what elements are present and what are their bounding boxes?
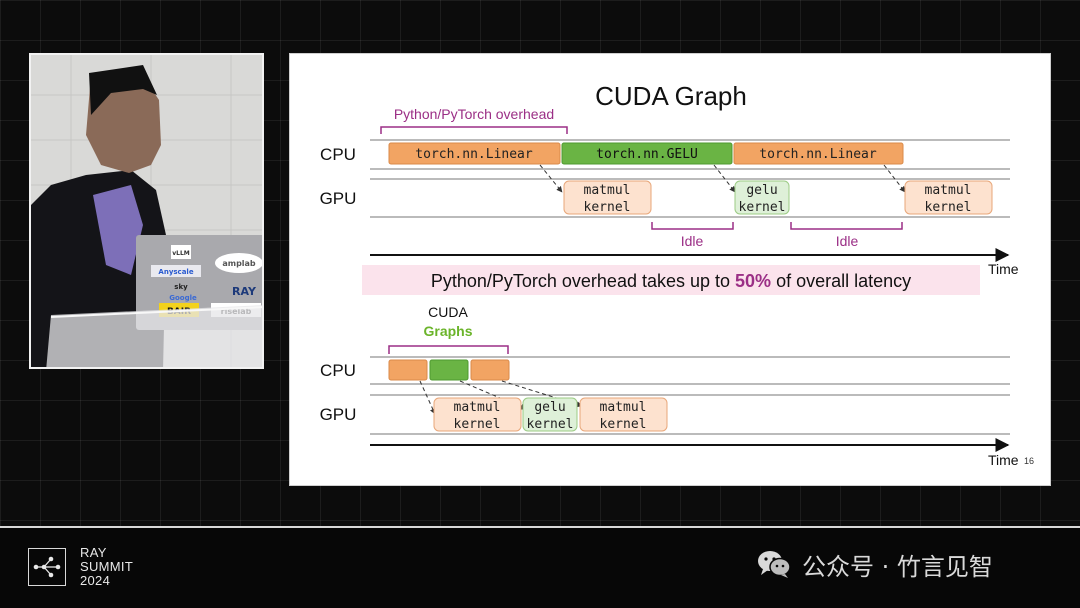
overhead-label: Python/PyTorch overhead — [394, 106, 554, 122]
top-launch-arrows — [539, 164, 906, 193]
graph-kernel-matmul-2-line1: matmul — [600, 400, 647, 415]
cuda-graph-bracket — [388, 345, 509, 354]
graph-cpu-block-2 — [429, 359, 469, 381]
gpu-kernel-matmul-1 — [563, 180, 652, 215]
idle-brackets — [651, 222, 903, 230]
wechat-icon — [758, 551, 791, 578]
bottom-cpu-label: CPU — [320, 361, 356, 380]
brand-line-1: RAY — [80, 545, 107, 560]
ray-summit-logo-icon — [28, 548, 66, 586]
cpu-op-gelu — [561, 142, 733, 165]
brand-line-3: 2024 — [80, 573, 111, 588]
graph-kernel-matmul-1-line1: matmul — [454, 400, 501, 415]
graph-cpu-block-1 — [388, 359, 428, 381]
sticker-vllm: vLLM — [172, 250, 190, 257]
gpu-kernel-matmul-2 — [904, 180, 993, 215]
bottom-gpu-label: GPU — [320, 405, 357, 424]
latency-callout-bg — [362, 265, 980, 295]
latency-callout: Python/PyTorch overhead takes up to 50% … — [431, 271, 911, 291]
gpu-kernel-matmul-2-line2: kernel — [925, 200, 972, 215]
cpu-op-linear-1-label: torch.nn.Linear — [415, 147, 533, 162]
slide-title: CUDA Graph — [595, 81, 747, 111]
callout-suffix: of overall latency — [771, 271, 911, 291]
graph-kernel-gelu-line2: kernel — [527, 417, 574, 432]
cpu-op-linear-2 — [733, 142, 904, 165]
sticker-ray: RAY — [232, 285, 257, 298]
top-cpu-label: CPU — [320, 145, 356, 164]
gpu-kernel-gelu — [734, 180, 790, 215]
graphs-label: Graphs — [423, 323, 472, 339]
footer-divider — [0, 526, 1080, 528]
cpu-op-linear-2-label: torch.nn.Linear — [759, 147, 877, 162]
callout-highlight: 50% — [735, 271, 771, 291]
top-gpu-label: GPU — [320, 189, 357, 208]
wechat-watermark: 公众号 · 竹言见智 — [756, 546, 993, 582]
gpu-kernel-gelu-line2: kernel — [739, 200, 786, 215]
graph-kernel-gelu — [522, 397, 578, 432]
top-lane-lines — [370, 139, 1010, 218]
cuda-label: CUDA — [428, 304, 468, 320]
sticker-anyscale: Anyscale — [158, 268, 193, 276]
bottom-lane-lines — [370, 356, 1010, 435]
sticker-sky: sky — [174, 283, 188, 291]
gpu-kernel-matmul-1-line1: matmul — [584, 183, 631, 198]
ray-summit-wordmark: RAY SUMMIT 2024 — [80, 546, 133, 588]
graph-kernel-matmul-2-line2: kernel — [600, 417, 647, 432]
gpu-kernel-gelu-line1: gelu — [746, 183, 777, 198]
speaker-video: vLLM Anyscale sky amplab Google RAY BAIR… — [29, 53, 264, 369]
brand-line-2: SUMMIT — [80, 559, 134, 574]
graph-cpu-block-3 — [470, 359, 510, 381]
slide-page-number: 16 — [1024, 456, 1034, 466]
graph-kernel-gelu-line1: gelu — [534, 400, 565, 415]
graph-kernel-matmul-2 — [579, 397, 668, 432]
watermark-text: 公众号 · 竹言见智 — [802, 552, 993, 581]
cpu-op-linear-1 — [388, 142, 561, 165]
idle-label-1: Idle — [681, 233, 704, 249]
cpu-op-gelu-label: torch.nn.GELU — [596, 147, 698, 162]
graph-kernel-matmul-1-line2: kernel — [454, 417, 501, 432]
footer-bar — [0, 528, 1080, 608]
sticker-google: Google — [169, 294, 197, 302]
overhead-bracket — [380, 126, 568, 134]
idle-label-2: Idle — [836, 233, 859, 249]
bottom-time-label: Time — [988, 452, 1019, 468]
gpu-kernel-matmul-2-line1: matmul — [925, 183, 972, 198]
top-time-label: Time — [988, 261, 1019, 277]
sticker-amplab: amplab — [222, 259, 256, 268]
presentation-slide: CUDA Graph Python/PyTorch overhead CPU G… — [289, 53, 1051, 486]
gpu-kernel-matmul-1-line2: kernel — [584, 200, 631, 215]
graph-kernel-matmul-1 — [433, 397, 522, 432]
callout-prefix: Python/PyTorch overhead takes up to — [431, 271, 735, 291]
